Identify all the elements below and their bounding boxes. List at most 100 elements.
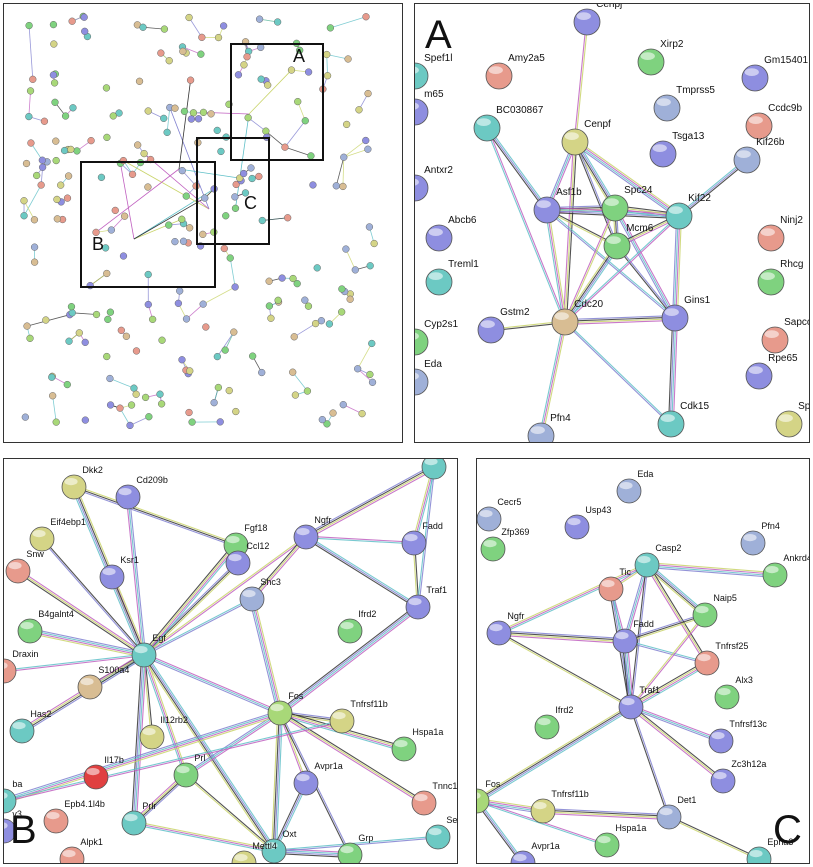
panel-b-node-il12rb2[interactable]: Il12rb2 (139, 715, 188, 750)
panel-a-node-gm15401[interactable]: Gm15401 (741, 55, 808, 92)
panel-a-node-circle-antxr2[interactable] (415, 174, 429, 202)
panel-c-node-tic[interactable]: Tic (598, 567, 632, 602)
panel-b-node-b4galnt4[interactable]: B4galnt4 (17, 609, 74, 644)
panel-a-node-kif22[interactable]: Kif22 (665, 193, 711, 230)
panel-c-node-cecr5[interactable]: Cecr5 (477, 497, 521, 532)
panel-b-node-prl[interactable]: Prl (173, 753, 205, 788)
panel-c-node-ifrd2[interactable]: Ifrd2 (534, 705, 573, 740)
panel-b-node-alpk1[interactable]: Alpk1 (59, 837, 103, 863)
panel-b-node-oxt[interactable]: Oxt (261, 829, 297, 863)
panel-a-node-gins1[interactable]: Gins1 (661, 295, 711, 332)
panel-a-node-pfn4[interactable]: Pfn4 (527, 413, 571, 442)
panel-a-node-mcm6[interactable]: Mcm6 (603, 223, 654, 260)
panel-c-node-zc3h12a[interactable]: Zc3h12a (710, 759, 766, 794)
panel-b-node-tnfrsf11b[interactable]: Tnfrsf11b (329, 699, 388, 734)
panel-b-node-il17b[interactable]: Il17b (83, 755, 124, 790)
panel-a-node-treml1[interactable]: Treml1 (425, 259, 479, 296)
panel-a-node-spa[interactable]: Spa (775, 401, 809, 438)
panel-a-node-tsga13[interactable]: Tsga13 (649, 131, 705, 168)
panel-b-node-ngfr[interactable]: Ngfr (293, 515, 331, 550)
panel-b-node-circle-draxin[interactable] (4, 658, 17, 684)
panel-a-node-cenpf[interactable]: Cenpf (561, 119, 611, 156)
panel-b-node-mettl[interactable]: Mettl4 (231, 841, 277, 863)
panel-c-node-zfp369[interactable]: Zfp369 (480, 527, 529, 562)
panel-a-node-label-xirp2: Xirp2 (660, 39, 684, 50)
panel-a-node-ninj2[interactable]: Ninj2 (757, 215, 803, 252)
panel-b-node-has2[interactable]: Has2 (9, 709, 51, 744)
panel-b-node-cd209b[interactable]: Cd209b (115, 475, 168, 510)
panel-a-node-abcb6[interactable]: Abcb6 (425, 215, 477, 252)
panel-a-node-sapco[interactable]: Sapco (761, 317, 809, 354)
panel-c-node-casp2[interactable]: Casp2 (634, 543, 681, 578)
panel-b-node-s100a4[interactable]: S100a4 (77, 665, 129, 700)
panel-c-node-tnfrsf11b[interactable]: Tnfrsf11b (530, 789, 589, 824)
panel-b-node-circle-grp[interactable] (337, 842, 363, 863)
panel-a-node-tmprss5[interactable]: Tmprss5 (653, 85, 715, 122)
panel-c-edge-casp2-naip5 (648, 562, 707, 614)
panel-a-node-cdk15[interactable]: Cdk15 (657, 401, 709, 438)
panel-c-node-eda[interactable]: Eda (616, 469, 653, 504)
panel-b-node-ccl12[interactable]: Ccl12 (225, 541, 269, 576)
panel-a-node-eda[interactable]: Eda (415, 359, 442, 396)
panel-b-node-tnnc1[interactable]: Tnnc1 (411, 781, 457, 816)
panel-a-node-circle-cyp2s1[interactable] (415, 328, 429, 356)
panel-a-node-antxr2[interactable]: Antxr2 (415, 165, 453, 202)
panel-a-node-spef1l[interactable]: Spef1l (415, 53, 452, 90)
panel-c-node-epha3[interactable]: Epha3 (746, 837, 793, 863)
panel-b-node-grp[interactable]: Grp (337, 833, 373, 863)
panel-b-node-hspa1a[interactable]: Hspa1a (391, 727, 443, 762)
panel-b-node-fgf18[interactable]: Fgf18 (223, 523, 267, 558)
panel-a-node-amy2a5[interactable]: Amy2a5 (485, 53, 545, 90)
panel-a-node-bc030867[interactable]: BC030867 (473, 105, 544, 142)
panel-c-node-fadd[interactable]: Fadd (612, 619, 654, 654)
panel-c-node-usp43[interactable]: Usp43 (564, 505, 611, 540)
panel-c-node-ngfr[interactable]: Ngfr (486, 611, 524, 646)
panel-a-node-spc24[interactable]: Spc24 (601, 185, 653, 222)
panel-a-node-kif26b[interactable]: Kif26b (733, 137, 785, 174)
panel-b-node-se[interactable]: Se (425, 815, 457, 850)
panel-b-node-v3[interactable]: v3 (4, 809, 22, 844)
panel-b-node-egf[interactable]: Egf (131, 633, 166, 668)
panel-b-node-dkk2[interactable]: Dkk2 (61, 465, 103, 500)
panel-c-node-naip5[interactable]: Naip5 (692, 593, 737, 628)
panel-c-node-tnfrsf25[interactable]: Tnfrsf25 (694, 641, 748, 676)
panel-b-node-traf1[interactable]: Traf1 (405, 585, 447, 620)
panel-b-node-tic[interactable]: Tic (421, 459, 455, 480)
panel-c-node-fos[interactable]: Fos (477, 779, 501, 814)
panel-b-node-fadd[interactable]: Fadd (401, 521, 443, 556)
panel-b-node-eif4ebp1[interactable]: Eif4ebp1 (29, 517, 86, 552)
panel-a-node-circle-eda[interactable] (415, 368, 429, 396)
panel-b-node-avpr1a[interactable]: Avpr1a (293, 761, 343, 796)
panel-a-node-rhcg[interactable]: Rhcg (757, 259, 803, 296)
panel-a-node-cenpj[interactable]: Cenpj (573, 4, 622, 36)
panel-c-node-tnfrsf13c[interactable]: Tnfrsf13c (708, 719, 767, 754)
panel-b-node-fos[interactable]: Fos (267, 691, 304, 726)
panel-a-node-circle-m65[interactable] (415, 98, 429, 126)
panel-a-node-circle-spef1l[interactable] (415, 62, 429, 90)
panel-b-node-epb4[interactable]: Epb4.1l4b (43, 799, 105, 834)
panel-c-node-alx3[interactable]: Alx3 (714, 675, 753, 710)
panel-c-node-avpr1a[interactable]: Avpr1a (510, 841, 560, 863)
panel-c-node-traf1[interactable]: Traf1 (618, 685, 660, 720)
panel-c-node-hspa1a[interactable]: Hspa1a (594, 823, 646, 858)
panel-a-node-gstm2[interactable]: Gstm2 (477, 307, 530, 344)
panel-a-node-rpe65[interactable]: Rpe65 (745, 353, 798, 390)
panel-b-node-draxin[interactable]: Draxin (4, 649, 38, 684)
panel-a-node-ccdc9b[interactable]: Ccdc9b (745, 103, 802, 140)
panel-c-node-det1[interactable]: Det1 (656, 795, 696, 830)
panel-b-node-prlr[interactable]: Prlr (121, 801, 156, 836)
panel-b-node-shc3[interactable]: Shc3 (239, 577, 281, 612)
panel-a-node-xirp2[interactable]: Xirp2 (637, 39, 684, 76)
panel-a-node-m65[interactable]: m65 (415, 89, 444, 126)
panel-b-node-ba[interactable]: ba (4, 779, 22, 814)
panel-c-node-ankrd[interactable]: Ankrd4 (762, 553, 809, 588)
panel-a-node-highlight-cenpj (576, 12, 591, 21)
panel-a-node-cdc20[interactable]: Cdc20 (551, 299, 603, 336)
panel-b-node-snw[interactable]: Snw (5, 549, 44, 584)
panel-b-node-ksr1[interactable]: Ksr1 (99, 555, 139, 590)
panel-a-node-asf1b[interactable]: Asf1b (533, 187, 582, 224)
overview-node (294, 97, 302, 106)
panel-c-node-pfn4[interactable]: Pfn4 (740, 521, 780, 556)
panel-a-node-cyp2s1[interactable]: Cyp2s1 (415, 319, 458, 356)
panel-b-node-ifrd2[interactable]: Ifrd2 (337, 609, 376, 644)
